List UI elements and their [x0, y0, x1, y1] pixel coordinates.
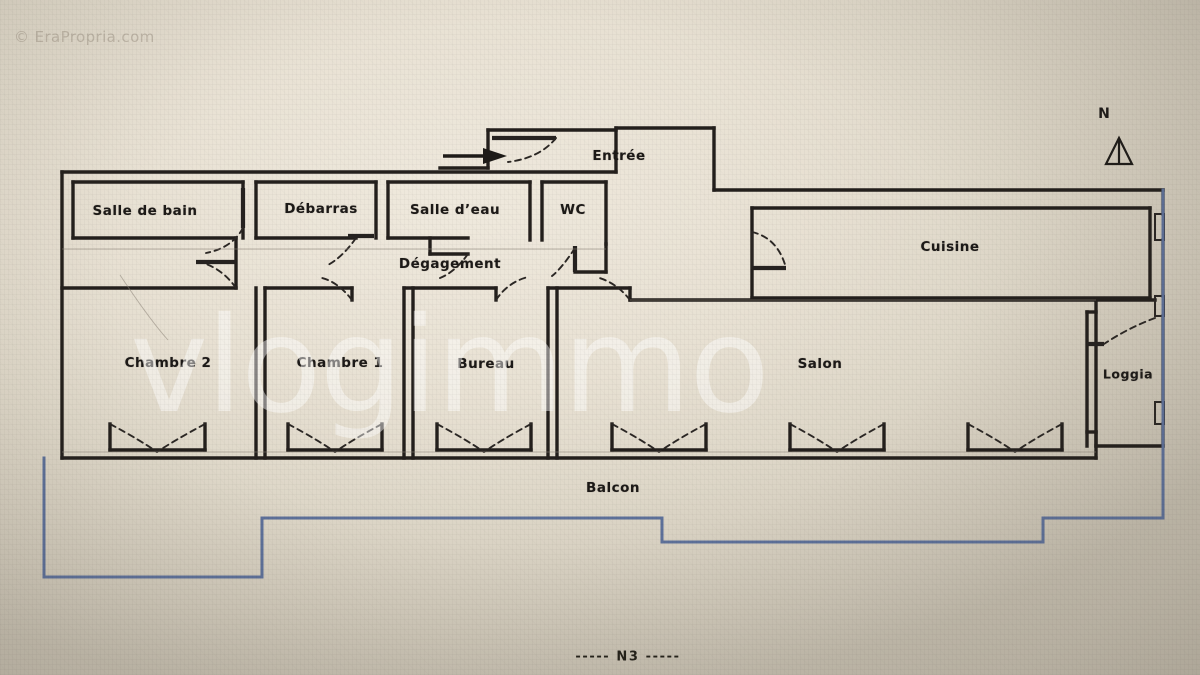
kitchen-walls — [750, 206, 1152, 300]
room-label-chambre-1: Chambre 1 — [296, 355, 384, 371]
interior-door-swings — [196, 188, 1156, 347]
room-label-salon: Salon — [797, 356, 843, 372]
service-rooms-walls — [71, 180, 608, 274]
room-label-debarras: Débarras — [284, 201, 358, 217]
room-label-salle-de-bain: Salle de bain — [92, 203, 198, 219]
loggia-walls — [1085, 213, 1165, 434]
room-label-bureau: Bureau — [457, 356, 515, 372]
room-label-entree: Entrée — [592, 148, 646, 164]
level-note-label: ----- N3 ----- — [575, 649, 681, 665]
room-label-loggia: Loggia — [1102, 366, 1154, 382]
room-label-wc: WC — [560, 202, 586, 218]
room-label-salle-deau: Salle d’eau — [409, 202, 501, 218]
room-label-balcon: Balcon — [586, 480, 640, 496]
entry-direction-arrow — [443, 148, 507, 164]
salon-walls — [628, 298, 1098, 460]
room-label-cuisine: Cuisine — [920, 239, 980, 255]
north-arrow-icon — [1104, 135, 1134, 166]
north-letter-label: N — [1098, 106, 1110, 122]
property-boundary-line — [42, 188, 1165, 579]
faint-guide-lines — [62, 248, 1096, 453]
entry-door — [438, 128, 618, 170]
outer-walls — [60, 126, 1165, 460]
balcony-french-doors — [108, 422, 1064, 453]
room-label-degagement: Dégagement — [398, 256, 502, 272]
corridor-walls — [60, 236, 632, 460]
room-label-chambre-2: Chambre 2 — [124, 355, 212, 371]
